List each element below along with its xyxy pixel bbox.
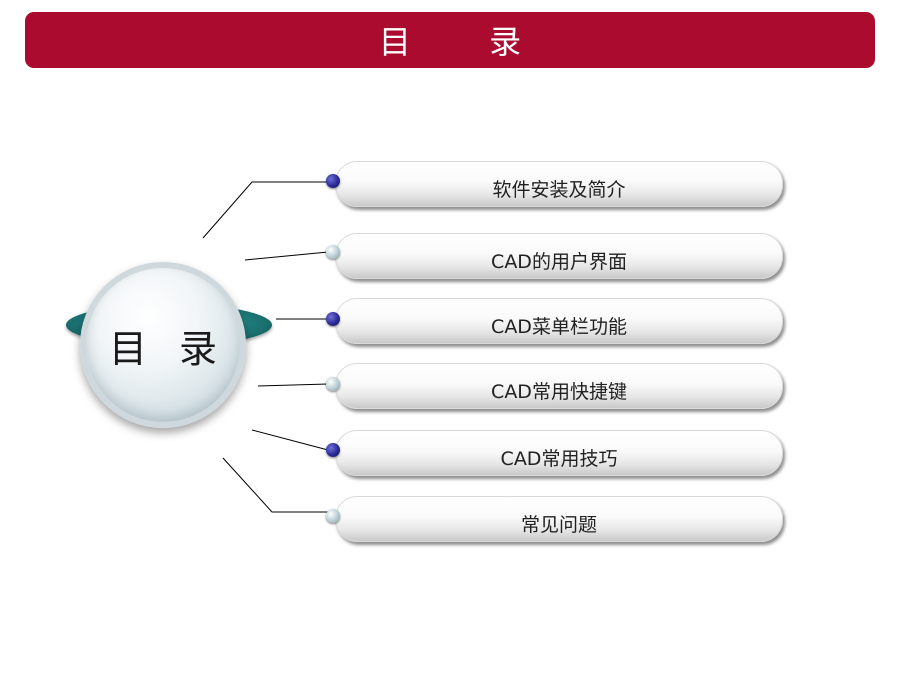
menu-item-user-interface[interactable]: CAD的用户界面 xyxy=(335,233,783,279)
menu-item-faq[interactable]: 常见问题 xyxy=(335,496,783,542)
connector-6 xyxy=(222,457,328,513)
menu-item-label: 软件安装及简介 xyxy=(492,178,626,201)
bullet-dot-icon xyxy=(326,377,340,391)
title-bar: 目 录 xyxy=(25,12,875,68)
menu-item-tips[interactable]: CAD常用技巧 xyxy=(335,430,783,476)
connector-2 xyxy=(244,251,329,261)
menu-item-menubar-functions[interactable]: CAD菜单栏功能 xyxy=(335,298,783,344)
menu-item-label: CAD菜单栏功能 xyxy=(491,315,627,338)
menu-item-shortcuts[interactable]: CAD常用快捷键 xyxy=(335,363,783,409)
hub-circle: 目 录 xyxy=(80,262,246,428)
bullet-dot-icon xyxy=(326,174,340,188)
bullet-dot-icon xyxy=(326,509,340,523)
menu-item-software-install[interactable]: 软件安装及简介 xyxy=(335,161,783,207)
menu-item-label: CAD常用快捷键 xyxy=(491,380,627,403)
menu-item-label: 常见问题 xyxy=(520,513,597,536)
connector-4 xyxy=(257,383,329,387)
page-title: 目 录 xyxy=(378,23,556,61)
menu-item-label: CAD常用技巧 xyxy=(500,447,618,470)
bullet-dot-icon xyxy=(326,312,340,326)
connector-1 xyxy=(202,181,328,239)
menu-item-label: CAD的用户界面 xyxy=(491,250,627,273)
connector-5 xyxy=(251,429,329,451)
bullet-dot-icon xyxy=(326,443,340,457)
hub-label: 目 录 xyxy=(108,326,228,371)
bullet-dot-icon xyxy=(326,245,340,259)
